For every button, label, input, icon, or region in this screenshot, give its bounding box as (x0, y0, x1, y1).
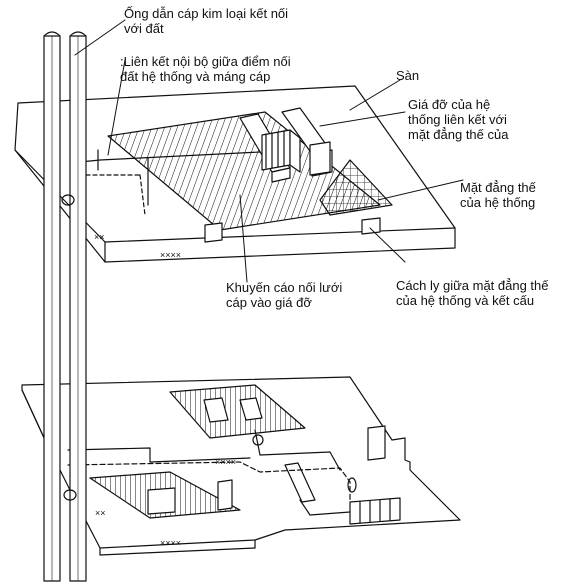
upper-equipotential-mesh (107, 111, 393, 231)
label-conduit: Ống dẫn cáp kim loại kết nối với đất (124, 6, 289, 36)
lower-equipment-boxes (147, 397, 401, 525)
svg-text:××: ×× (95, 508, 106, 518)
svg-text:××: ×× (94, 232, 105, 242)
upper-x-markers: ×× ×××× (94, 232, 181, 260)
lower-x-markers: ×××× ×× ×××× (95, 457, 236, 548)
label-mesh-recommendation: Khuyến cáo nối lưới cáp vào giá đỡ (226, 280, 343, 310)
label-internal-bond: :Liên kết nội bộ giữa điểm nối đất hệ th… (120, 54, 291, 84)
lower-cable-runs (67, 429, 357, 516)
leader-lines (74, 19, 464, 283)
upper-equipment-rack (261, 129, 331, 176)
conduit-pipes (43, 31, 87, 582)
svg-text:××××: ×××× (215, 457, 236, 467)
svg-text:××××: ×××× (160, 250, 181, 260)
label-support-bonded: Giá đỡ của hệ thống liên kết với mặt đẳn… (408, 97, 509, 142)
svg-text:××××: ×××× (160, 538, 181, 548)
label-floor: Sàn (396, 68, 420, 83)
label-isolation: Cách ly giữa mặt đẳng thế của hệ thống v… (396, 278, 549, 308)
label-equipotential-plane: Mặt đẳng thế của hệ thống (460, 180, 536, 210)
